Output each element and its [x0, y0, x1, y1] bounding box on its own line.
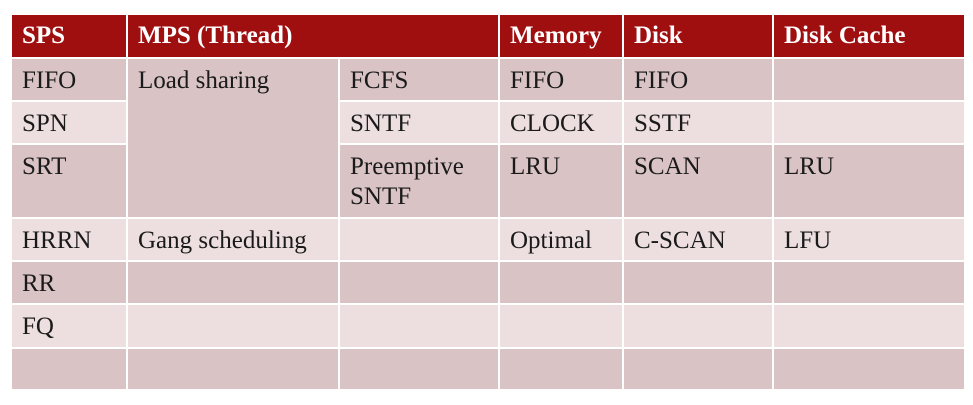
cell-disk-cache: [772, 303, 966, 349]
cell-mps-b: [338, 347, 500, 391]
cell-disk: [622, 303, 774, 349]
header-mps-thread: MPS (Thread): [126, 13, 500, 59]
table-row: [10, 347, 966, 391]
cell-memory: CLOCK: [498, 100, 624, 145]
header-row: SPS MPS (Thread) Memory Disk Disk Cache: [10, 13, 966, 59]
cell-mps-b: Preemptive SNTF: [338, 143, 500, 219]
header-sps: SPS: [10, 13, 128, 59]
table-row: FQ: [10, 303, 966, 349]
cell-memory: [498, 303, 624, 349]
cell-sps: [10, 347, 128, 391]
cell-disk: SSTF: [622, 100, 774, 145]
cell-mps-b: [338, 303, 500, 349]
table-row: HRRN Gang scheduling Optimal C-SCAN LFU: [10, 217, 966, 262]
header-memory: Memory: [498, 13, 624, 59]
cell-disk-cache: [772, 347, 966, 391]
cell-disk: C-SCAN: [622, 217, 774, 262]
cell-mps-b: [338, 260, 500, 305]
cell-sps: HRRN: [10, 217, 128, 262]
cell-mps-a: Load sharing: [126, 57, 340, 219]
cell-sps: FQ: [10, 303, 128, 349]
cell-sps: RR: [10, 260, 128, 305]
cell-memory: [498, 260, 624, 305]
cell-disk: SCAN: [622, 143, 774, 219]
cell-disk: [622, 260, 774, 305]
cell-sps: SPN: [10, 100, 128, 145]
cell-mps-a: [126, 260, 340, 305]
table-row: RR: [10, 260, 966, 305]
table-row: FIFO Load sharing FCFS FIFO FIFO: [10, 57, 966, 219]
header-disk-cache: Disk Cache: [772, 13, 966, 59]
cell-mps-b: [338, 217, 500, 262]
cell-disk-cache: [772, 100, 966, 145]
cell-memory: FIFO: [498, 57, 624, 102]
cell-mps-a: [126, 303, 340, 349]
cell-disk-cache: [772, 260, 966, 305]
cell-sps: FIFO: [10, 57, 128, 102]
cell-memory: Optimal: [498, 217, 624, 262]
cell-disk-cache: [772, 57, 966, 102]
cell-disk: FIFO: [622, 57, 774, 102]
cell-mps-b: FCFS: [338, 57, 500, 102]
cell-memory: LRU: [498, 143, 624, 219]
cell-mps-a: Gang scheduling: [126, 217, 340, 262]
cell-disk: [622, 347, 774, 391]
cell-disk-cache: LRU: [772, 143, 966, 219]
cell-mps-b: SNTF: [338, 100, 500, 145]
cell-mps-a: [126, 347, 340, 391]
cell-sps: SRT: [10, 143, 128, 219]
cell-memory: [498, 347, 624, 391]
table-row: SPN SNTF CLOCK SSTF: [10, 100, 966, 145]
header-disk: Disk: [622, 13, 774, 59]
table-row: SRT Preemptive SNTF LRU SCAN LRU: [10, 143, 966, 219]
scheduling-algorithms-table: SPS MPS (Thread) Memory Disk Disk Cache …: [10, 13, 966, 391]
cell-disk-cache: LFU: [772, 217, 966, 262]
